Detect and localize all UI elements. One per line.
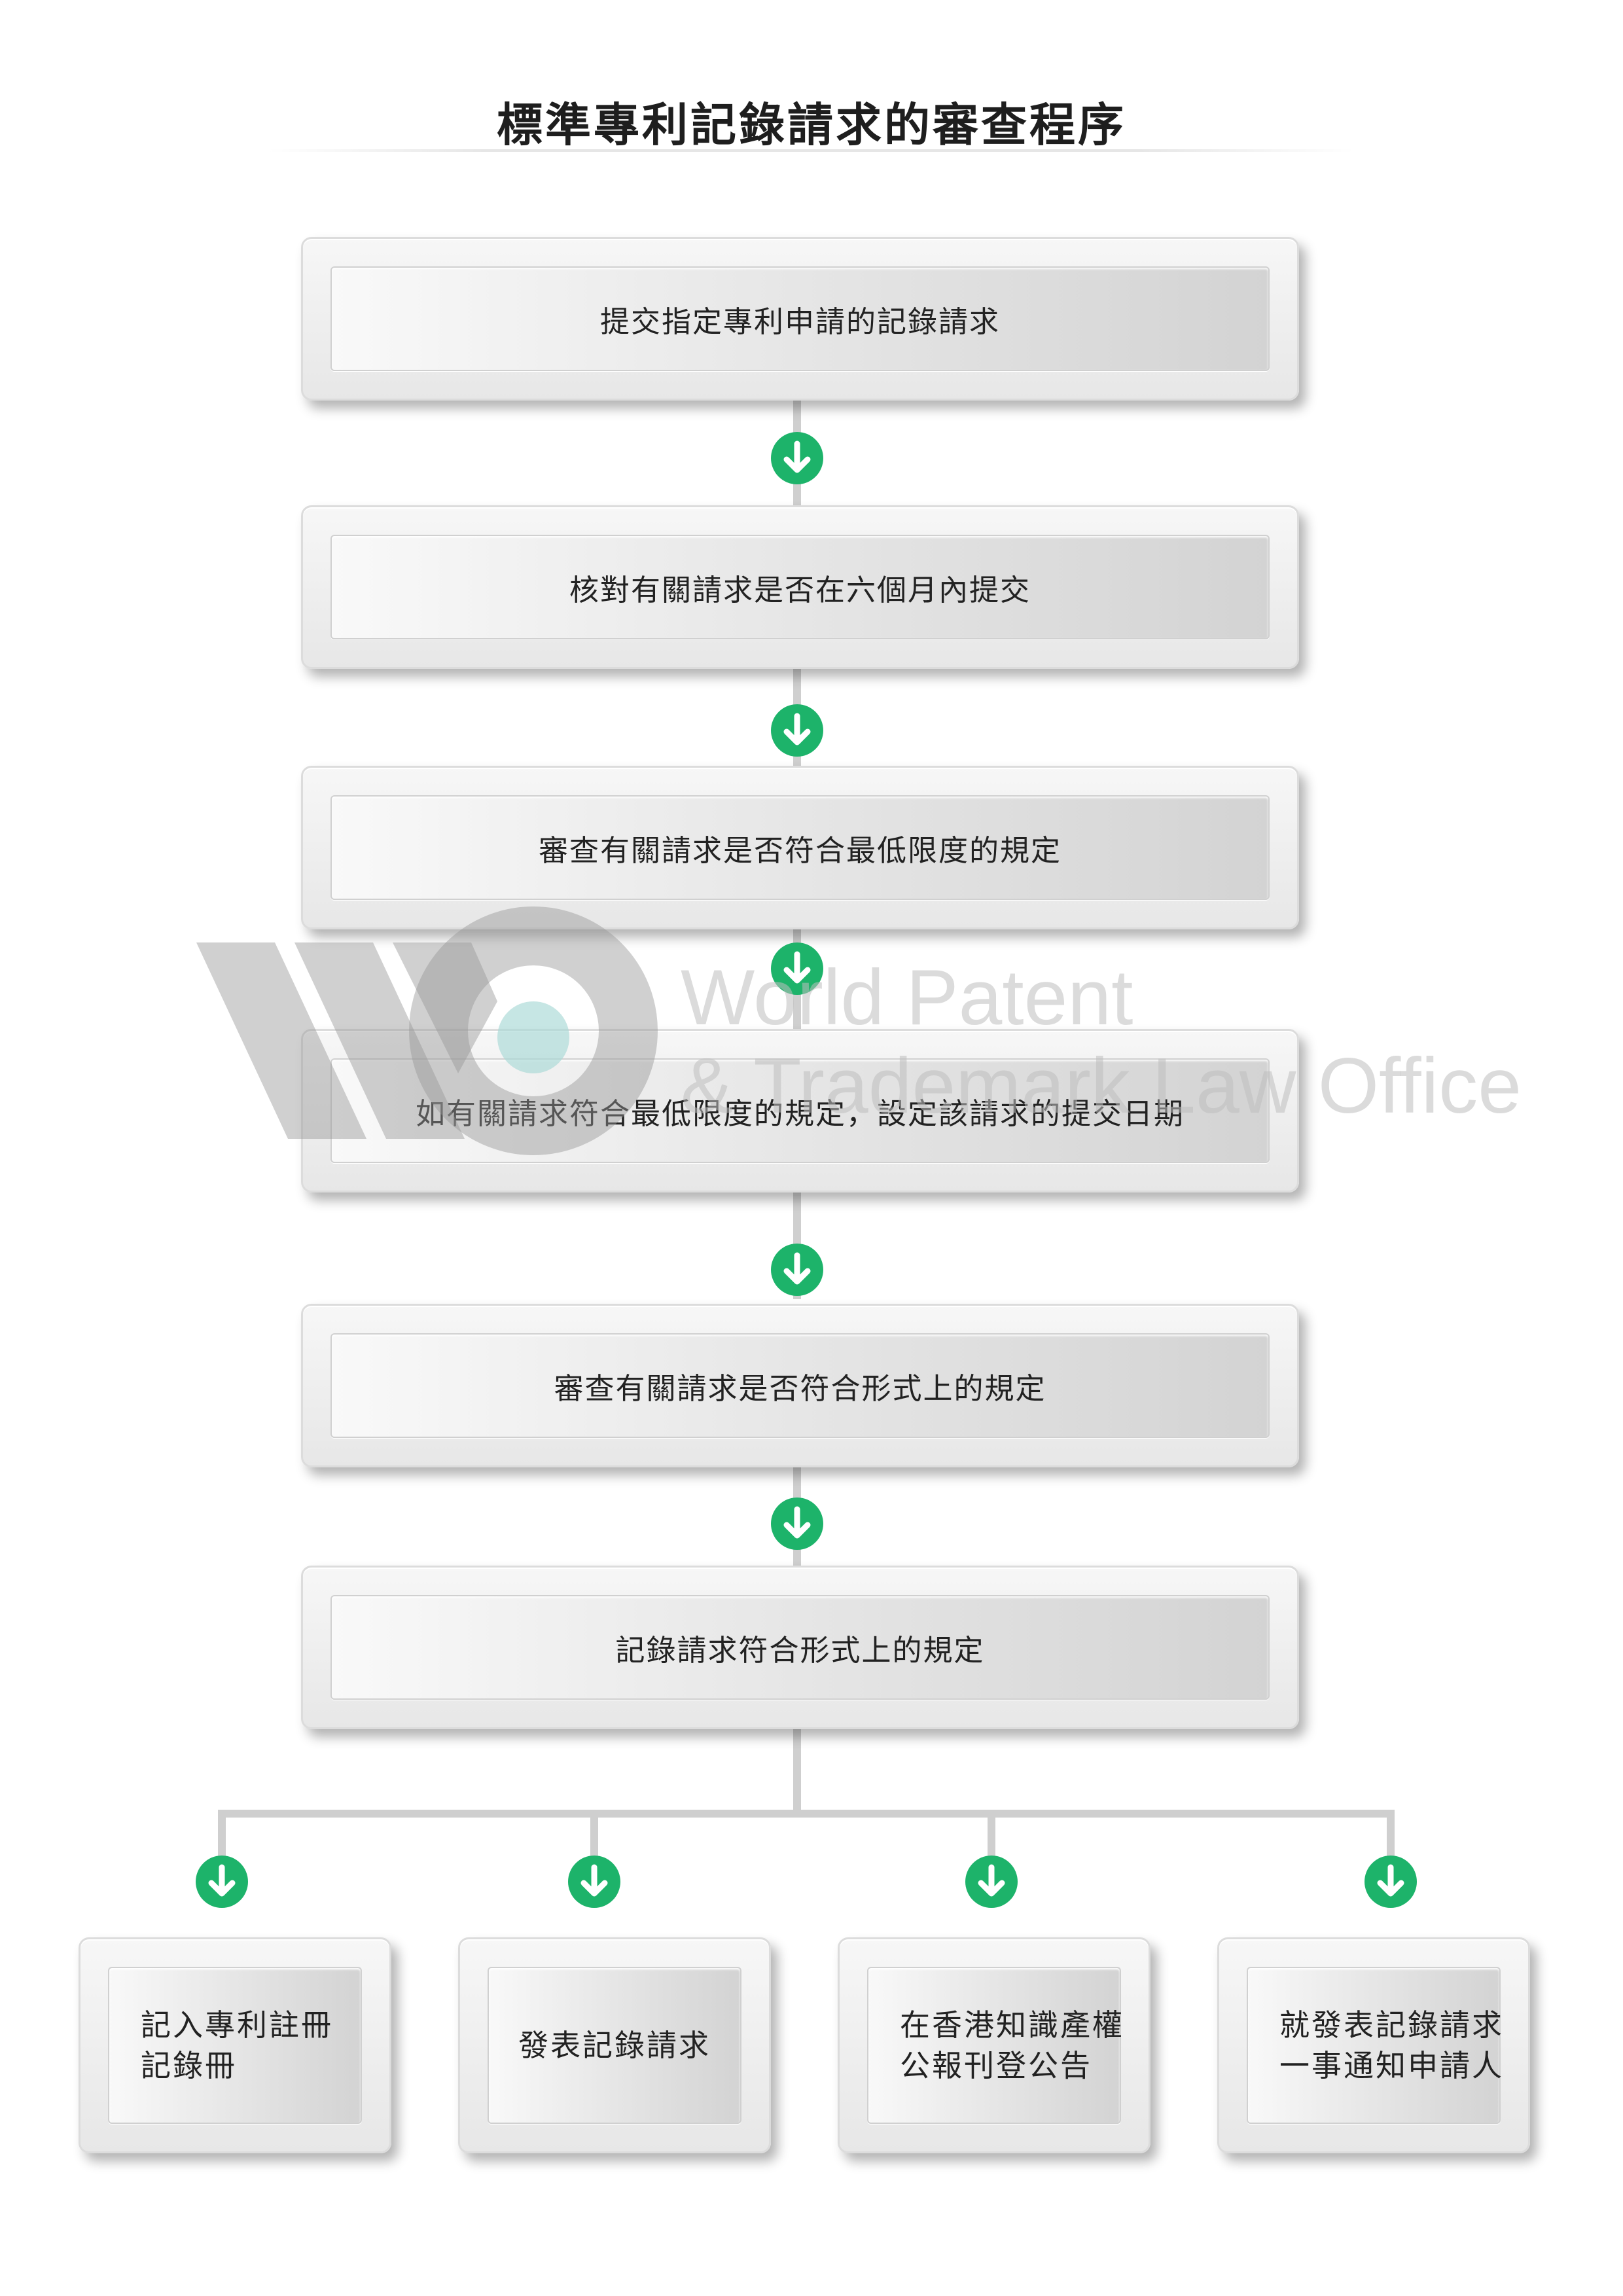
outcome-box-notify-applicant: 就發表記錄請求 一事通知申請人 (1217, 1937, 1530, 2153)
step-box-check-six-months: 核對有關請求是否在六個月內提交 (301, 505, 1299, 669)
arrow-down-circle-icon (771, 942, 823, 995)
step-box-minimum-requirements: 審查有關請求是否符合最低限度的規定 (301, 766, 1299, 929)
arrow-down-circle-icon (771, 1244, 823, 1296)
title-divider (268, 149, 1355, 152)
outcome-box-gazette-notice: 在香港知識產權 公報刊登公告 (838, 1937, 1150, 2153)
arrow-down-circle-icon (196, 1856, 248, 1908)
step-box-formal-requirements: 審查有關請求是否符合形式上的規定 (301, 1304, 1299, 1467)
arrow-down-circle-icon (771, 704, 823, 757)
outcome-label-line: 公報刊登公告 (900, 2048, 1092, 2083)
step-label: 審查有關請求是否符合最低限度的規定 (538, 833, 1061, 868)
step-label: 記錄請求符合形式上的規定 (615, 1632, 985, 1668)
arrow-down-circle-icon (568, 1856, 620, 1908)
step-box-set-filing-date: 如有關請求符合最低限度的規定，設定該請求的提交日期 (301, 1029, 1299, 1193)
outcome-label-line: 發表記錄請求 (518, 2028, 711, 2063)
outcome-label-line: 就發表記錄請求 (1279, 2007, 1504, 2043)
outcome-label-line: 記入專利註冊 (141, 2007, 333, 2043)
arrow-down-circle-icon (771, 1498, 823, 1550)
outcome-label-line: 一事通知申請人 (1279, 2048, 1504, 2083)
step-box-meets-formal-requirements: 記錄請求符合形式上的規定 (301, 1566, 1299, 1729)
page-title: 標準專利記錄請求的審查程序 (497, 98, 1126, 152)
arrow-down-circle-icon (1364, 1856, 1417, 1908)
step-label: 審查有關請求是否符合形式上的規定 (554, 1371, 1046, 1406)
arrow-down-circle-icon (771, 432, 823, 484)
outcome-label-line: 記錄冊 (141, 2048, 237, 2083)
arrow-down-circle-icon (965, 1856, 1018, 1908)
step-label: 如有關請求符合最低限度的規定，設定該請求的提交日期 (415, 1096, 1185, 1131)
connector-6-branch (793, 1718, 801, 1816)
branch-horizontal-line (218, 1810, 1395, 1818)
step-label: 核對有關請求是否在六個月內提交 (569, 572, 1031, 607)
outcome-box-publish-request: 發表記錄請求 (458, 1937, 771, 2153)
step-box-submit-request: 提交指定專利申請的記錄請求 (301, 237, 1299, 401)
step-label: 提交指定專利申請的記錄請求 (599, 304, 1000, 339)
outcome-label-line: 在香港知識產權 (900, 2007, 1124, 2043)
outcome-box-register-entry: 記入專利註冊 記錄冊 (79, 1937, 391, 2153)
